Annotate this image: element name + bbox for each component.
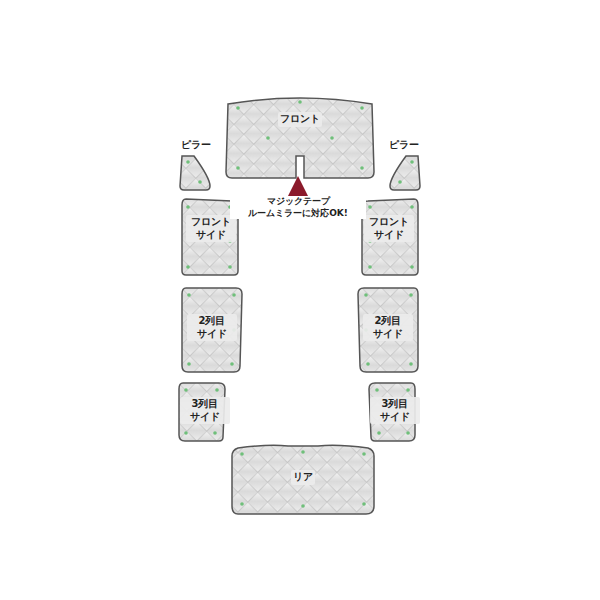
- panel-label: フロント サイド: [186, 215, 236, 242]
- panel-label: 3列目 サイド: [180, 397, 230, 424]
- second-row-panel: 2列目 サイド: [180, 286, 244, 374]
- pillar-panel: ピラー: [384, 138, 424, 192]
- panel-label: フロント サイド: [364, 215, 414, 242]
- rear-panel: リア: [228, 442, 378, 516]
- panel-label: 2列目 サイド: [363, 314, 413, 341]
- arrow-line: [297, 186, 300, 193]
- panel-outline: [224, 94, 376, 180]
- note-label: マジックテープ ルームミラーに対応OK!: [230, 196, 366, 219]
- front-side-panel: フロント サイド: [358, 197, 420, 277]
- panel-label: 2列目 サイド: [187, 314, 237, 341]
- front-panel: フロント: [224, 94, 376, 180]
- panel-label: リア: [291, 470, 315, 485]
- third-row-panel: 3列目 サイド: [367, 381, 423, 443]
- panel-label: ピラー: [179, 138, 213, 153]
- panel-label: フロント: [278, 112, 322, 127]
- pillar-panel: ピラー: [176, 138, 216, 192]
- panel-label: 3列目 サイド: [370, 397, 420, 424]
- second-row-panel: 2列目 サイド: [356, 286, 420, 374]
- third-row-panel: 3列目 サイド: [177, 381, 233, 443]
- panel-label: ピラー: [387, 138, 421, 153]
